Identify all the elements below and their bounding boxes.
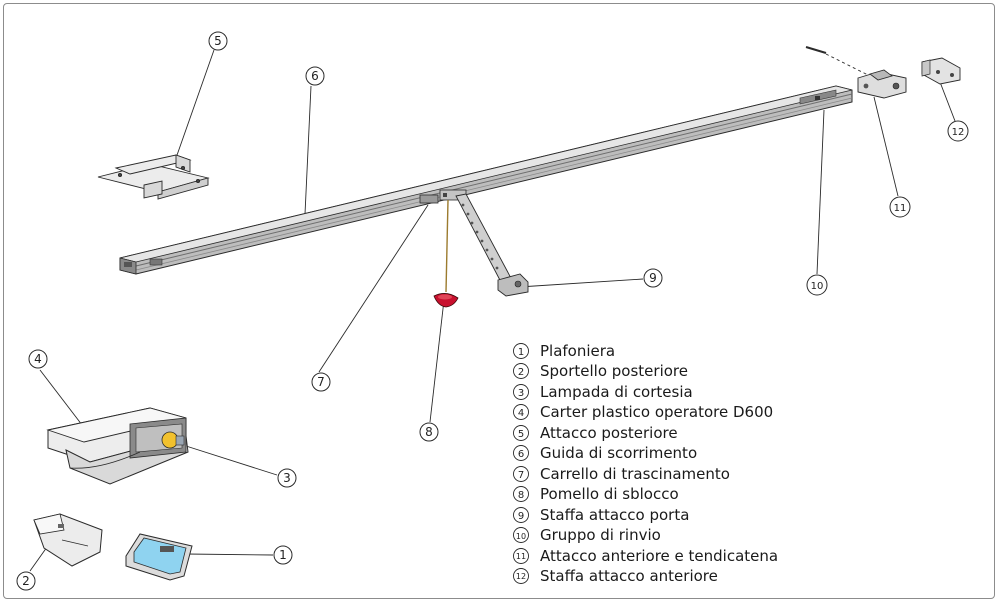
svg-text:11: 11 (894, 203, 907, 214)
svg-text:Plafoniera: Plafoniera (540, 342, 615, 360)
svg-text:2: 2 (22, 574, 30, 588)
leader-7 (318, 204, 429, 373)
legend: 1 Plafoniera 2 Sportello posteriore 3 Lampa… (513, 342, 778, 585)
svg-text:4: 4 (518, 408, 524, 419)
svg-text:Pomello di sblocco: Pomello di sblocco (540, 485, 679, 503)
svg-text:4: 4 (34, 352, 42, 366)
svg-text:Attacco anteriore e tendicaten: Attacco anteriore e tendicatena (540, 547, 778, 565)
legend-item-6: 6 Guida di scorrimento (513, 444, 697, 462)
svg-text:5: 5 (518, 429, 524, 440)
svg-text:10: 10 (811, 281, 824, 292)
legend-item-2: 2 Sportello posteriore (513, 362, 688, 380)
light-cover (125, 533, 193, 581)
legend-item-8: 8 Pomello di sblocco (513, 485, 679, 503)
legend-item-3: 3 Lampada di cortesia (513, 383, 693, 401)
svg-text:12: 12 (516, 572, 526, 581)
release-knob (433, 199, 459, 308)
leader-5 (175, 49, 215, 159)
svg-text:8: 8 (518, 490, 524, 501)
svg-text:3: 3 (518, 388, 524, 399)
svg-text:9: 9 (649, 271, 657, 285)
rear-hatch (33, 513, 103, 567)
svg-text:5: 5 (214, 34, 222, 48)
rear-bracket (97, 154, 210, 200)
callout-3: 3 (277, 468, 297, 488)
operator-cover (46, 407, 189, 485)
legend-item-4: 4 Carter plastico operatore D600 (513, 403, 773, 421)
svg-text:9: 9 (518, 511, 524, 522)
svg-text:Sportello posteriore: Sportello posteriore (540, 362, 688, 380)
legend-item-10: 10 Gruppo di rinvio (513, 526, 661, 544)
legend-item-7: 7 Carrello di trascinamento (513, 465, 730, 483)
svg-text:11: 11 (516, 552, 526, 561)
svg-text:6: 6 (518, 449, 524, 460)
svg-text:Gruppo di rinvio: Gruppo di rinvio (540, 526, 661, 544)
callout-5: 5 (208, 31, 228, 51)
callouts: 5 6 7 8 9 10 11 12 4 3 2 1 (16, 31, 969, 591)
leader-1 (185, 553, 274, 556)
svg-text:7: 7 (317, 375, 325, 389)
legend-item-11: 11 Attacco anteriore e tendicatena (513, 547, 778, 565)
svg-text:Attacco posteriore: Attacco posteriore (540, 424, 678, 442)
callout-7: 7 (311, 372, 331, 392)
callout-8: 8 (419, 422, 439, 442)
leader-12 (939, 81, 956, 122)
svg-text:3: 3 (283, 471, 291, 485)
front-attachment-tensioner (805, 46, 907, 99)
svg-text:Lampada di cortesia: Lampada di cortesia (540, 383, 693, 401)
courtesy-lamp (161, 431, 185, 449)
legend-item-12: 12 Staffa attacco anteriore (513, 567, 718, 585)
diagram-frame (3, 3, 995, 599)
svg-text:12: 12 (952, 127, 965, 138)
callout-1: 1 (273, 545, 293, 565)
leader-9 (518, 278, 644, 288)
svg-text:Guida di scorrimento: Guida di scorrimento (540, 444, 697, 462)
svg-text:7: 7 (518, 470, 524, 481)
svg-text:8: 8 (425, 425, 433, 439)
callout-6: 6 (305, 66, 325, 86)
legend-item-5: 5 Attacco posteriore (513, 424, 678, 442)
leader-11 (873, 96, 899, 197)
callout-11: 11 (889, 196, 911, 218)
leader-lines (29, 49, 956, 572)
svg-text:6: 6 (311, 69, 319, 83)
svg-text:Staffa attacco porta: Staffa attacco porta (540, 506, 689, 524)
svg-text:Carrello di trascinamento: Carrello di trascinamento (540, 465, 730, 483)
legend-item-1: 1 Plafoniera (513, 342, 615, 360)
callout-4: 4 (28, 349, 48, 369)
callout-12: 12 (947, 120, 969, 142)
leader-3 (185, 445, 278, 476)
leader-10 (816, 109, 825, 275)
svg-text:2: 2 (518, 367, 524, 378)
legend-item-9: 9 Staffa attacco porta (513, 506, 689, 524)
rail-guide (119, 85, 853, 275)
front-bracket (921, 57, 961, 85)
leader-6 (304, 85, 312, 215)
leader-8 (429, 299, 445, 423)
svg-text:Carter plastico operatore D600: Carter plastico operatore D600 (540, 403, 773, 421)
door-bracket-arm (455, 193, 529, 297)
callout-10: 10 (806, 274, 828, 296)
svg-text:10: 10 (516, 532, 526, 541)
svg-text:1: 1 (279, 548, 287, 562)
callout-9: 9 (643, 268, 663, 288)
callout-2: 2 (16, 571, 36, 591)
svg-text:Staffa attacco anteriore: Staffa attacco anteriore (540, 567, 718, 585)
svg-text:1: 1 (518, 347, 524, 358)
